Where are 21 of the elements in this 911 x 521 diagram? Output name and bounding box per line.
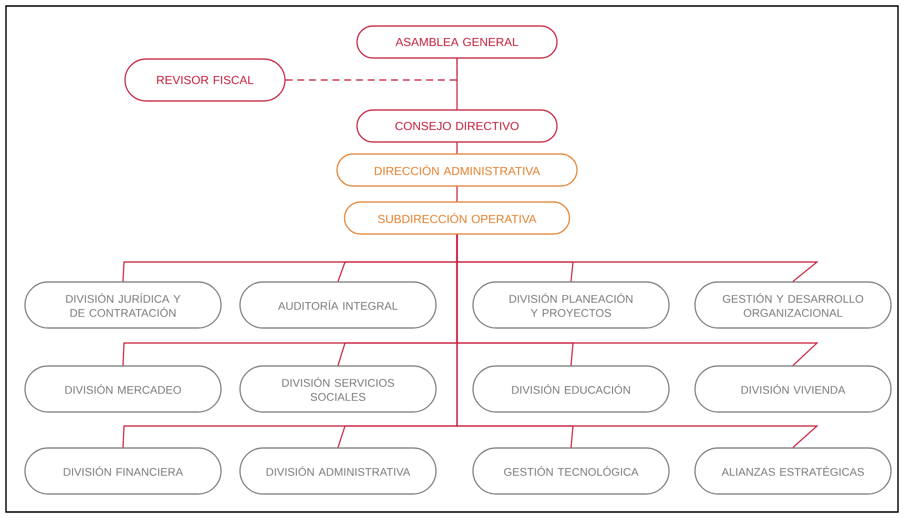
connector-line — [286, 58, 458, 81]
org-box: AUDITORÍA INTEGRAL — [239, 281, 437, 329]
org-box: DIVISIÓN PLANEACIÓN Y PROYECTOS — [472, 281, 670, 329]
org-box: SUBDIRECCIÓN OPERATIVA — [344, 201, 570, 235]
org-box: CONSEJO DIRECTIVO — [356, 109, 558, 143]
org-box: DIVISIÓN JURÍDICA Y DE CONTRATACIÓN — [24, 281, 222, 329]
org-box: DIVISIÓN VIVIENDA — [694, 365, 892, 413]
org-box: DIVISIÓN FINANCIERA — [24, 447, 222, 495]
org-box: ALIANZAS ESTRATÉGICAS — [694, 447, 892, 495]
org-box: GESTIÓN TECNOLÓGICA — [472, 447, 670, 495]
org-box: DIVISIÓN SERVICIOS SOCIALES — [239, 365, 437, 413]
connector-line — [456, 186, 458, 202]
org-box: DIVISIÓN MERCADEO — [24, 365, 222, 413]
org-box: REVISOR FISCAL — [124, 58, 286, 102]
org-box: DIVISIÓN EDUCACIÓN — [472, 365, 670, 413]
org-box: DIRECCIÓN ADMINISTRATIVA — [336, 153, 578, 187]
org-box: ASAMBLEA GENERAL — [356, 25, 558, 59]
connector-line — [456, 142, 458, 154]
connector-line — [456, 234, 819, 448]
org-box: GESTIÓN Y DESARROLLO ORGANIZACIONAL — [694, 281, 892, 329]
org-box: DIVISIÓN ADMINISTRATIVA — [239, 447, 437, 495]
